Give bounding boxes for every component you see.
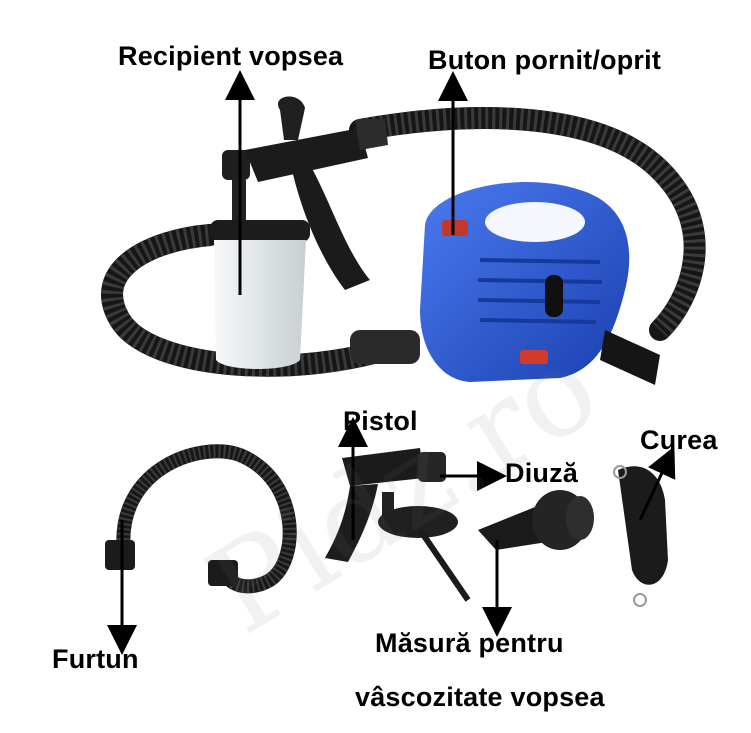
power-switch xyxy=(442,220,468,236)
label-nozzle: Diuză xyxy=(505,458,579,488)
label-paint-container: Recipient vopsea xyxy=(118,41,344,71)
label-viscosity-line2: vâscozitate vopsea xyxy=(355,682,605,712)
label-gun: Pistol xyxy=(343,406,418,436)
loose-hose xyxy=(105,444,297,594)
strap-part xyxy=(613,465,668,607)
turbine-unit xyxy=(420,182,660,385)
main-hose xyxy=(101,107,706,377)
label-strap: Curea xyxy=(640,425,718,455)
label-hose: Furtun xyxy=(52,644,139,674)
label-viscosity-line1: Măsură pentru xyxy=(375,628,564,658)
viscosity-cup xyxy=(478,490,594,550)
label-power-button: Buton pornit/oprit xyxy=(428,45,662,75)
spray-gun-assembled xyxy=(210,96,388,369)
arrow-strap xyxy=(638,446,676,521)
annotation-arrows xyxy=(107,70,676,655)
